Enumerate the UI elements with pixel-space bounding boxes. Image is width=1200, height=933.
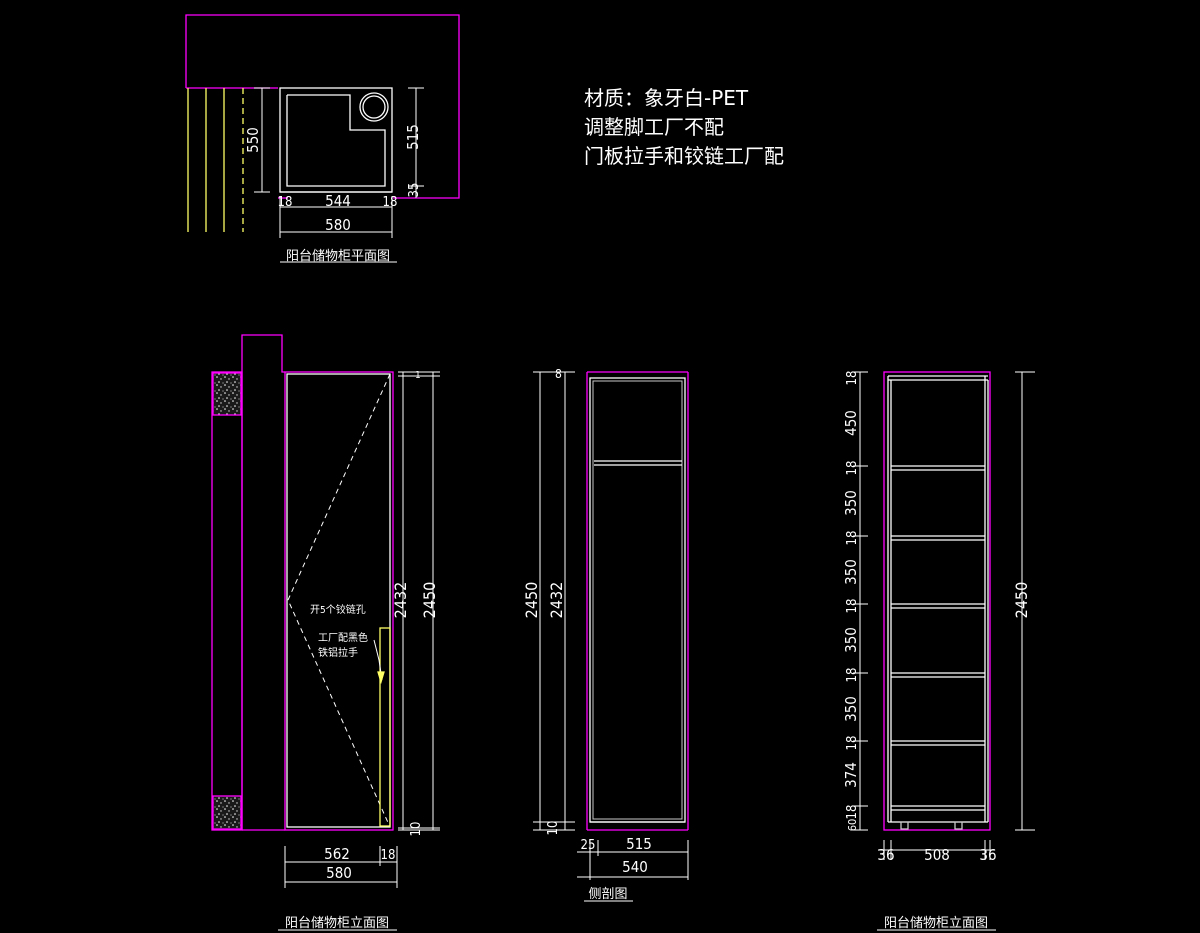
inner-shelf-dim-label: 18 [845, 599, 860, 614]
plan-door-panels [187, 88, 244, 232]
inner-shelf-dim-label: 450 [842, 410, 860, 436]
front-dim-top-gap: 1 [415, 370, 421, 381]
inner-wall-outline [883, 371, 991, 831]
front-handle-note-1: 工厂配黑色 [318, 631, 368, 644]
front-wall-hatch-bottom [212, 795, 242, 830]
inner-shelves [891, 465, 985, 811]
inner-shelf-dim-label: 350 [842, 559, 860, 585]
front-dim-door-width: 562 [324, 845, 350, 863]
plan-dim-total-width: 580 [325, 216, 351, 234]
front-handle [379, 627, 391, 827]
side-dim-bottom: 10 [546, 821, 561, 836]
side-dim-back: 25 [581, 838, 596, 853]
front-dim-total-width: 580 [326, 864, 352, 882]
inner-shelf-dim-label: 350 [842, 696, 860, 722]
front-cabinet-body [284, 371, 394, 831]
material-notes: 材质：象牙白-PET 调整脚工厂不配 门板拉手和铰链工厂配 [584, 84, 784, 171]
inner-dim-width: 508 [924, 846, 950, 864]
front-view: 1 2432 2450 10 开5个铰链孔 工厂配黑色 铁铝拉手 562 18 … [211, 334, 440, 931]
plan-dim-foot: 35 [407, 183, 422, 198]
side-dim-top: 8 [555, 367, 562, 381]
note-feet: 调整脚工厂不配 [584, 115, 724, 139]
plan-dim-depth-inner: 515 [404, 124, 422, 150]
inner-cabinet-frame [887, 375, 989, 823]
inner-feet [900, 821, 963, 830]
side-dim-depth: 515 [626, 835, 652, 853]
front-dim-side: 18 [381, 848, 396, 863]
note-material: 材质：象牙白-PET [584, 86, 749, 110]
inner-dim-total-height: 2450 [1012, 582, 1031, 619]
front-hinge-note: 开5个铰链孔 [310, 603, 366, 616]
plan-dim-right-panel: 18 [383, 195, 398, 210]
side-dim-total-depth: 540 [622, 858, 648, 876]
front-dim-height: 2432 [391, 582, 410, 619]
front-wall-column [211, 371, 243, 831]
inner-shelf-dim-label: 18 [845, 531, 860, 546]
front-door-swing-lines [287, 373, 391, 828]
inner-shelf-dim-label: 18 [845, 371, 860, 386]
side-view: 8 2450 2432 10 25 515 540 侧剖图 [522, 367, 689, 902]
note-hardware: 门板拉手和铰链工厂配 [584, 144, 784, 168]
side-dim-total-height: 2450 [522, 582, 541, 619]
plan-view: 550 515 35 18 544 18 580 阳台储物柜平面图 [185, 14, 460, 264]
plan-dim-depth: 550 [244, 127, 262, 153]
front-dim-bottom: 10 [409, 822, 424, 837]
plan-cabinet-outline [279, 87, 393, 193]
plan-dim-left-panel: 18 [278, 195, 293, 210]
front-dim-total-height: 2450 [420, 582, 439, 619]
inner-title: 阳台储物柜立面图 [884, 916, 988, 931]
inner-dim-right: 36 [979, 846, 996, 864]
side-cabinet-outline [589, 377, 686, 823]
front-title: 阳台储物柜立面图 [285, 916, 389, 931]
plan-dim-lines [254, 87, 424, 238]
inner-shelf-dim-label: 18 [845, 736, 860, 751]
inner-shelf-dim-label: 18 [845, 461, 860, 476]
inner-shelf-dim-label: 18 [845, 805, 860, 820]
inner-dim-left: 36 [877, 846, 894, 864]
front-handle-note-2: 铁铝拉手 [318, 646, 358, 659]
inner-shelf-dim-label: 60 [846, 819, 859, 832]
plan-title: 阳台储物柜平面图 [286, 249, 390, 264]
plan-drain-circle [359, 92, 389, 122]
plan-dim-inner-width: 544 [325, 192, 351, 210]
side-dim-lines [533, 371, 689, 880]
inner-shelf-dim-label: 350 [842, 490, 860, 516]
inner-shelf-dim-label: 350 [842, 627, 860, 653]
side-dim-height: 2432 [547, 582, 566, 619]
front-wall-outline [241, 334, 285, 373]
inner-shelf-dim-label: 18 [845, 668, 860, 683]
side-title: 侧剖图 [588, 887, 627, 902]
front-dim-lines [284, 371, 440, 888]
front-wall-hatch-top [212, 372, 242, 416]
inner-dim-lines [853, 371, 1035, 860]
plan-wall-outline [185, 14, 460, 199]
front-door-panel [286, 373, 391, 828]
inner-shelf-dim-label: 374 [842, 762, 860, 788]
